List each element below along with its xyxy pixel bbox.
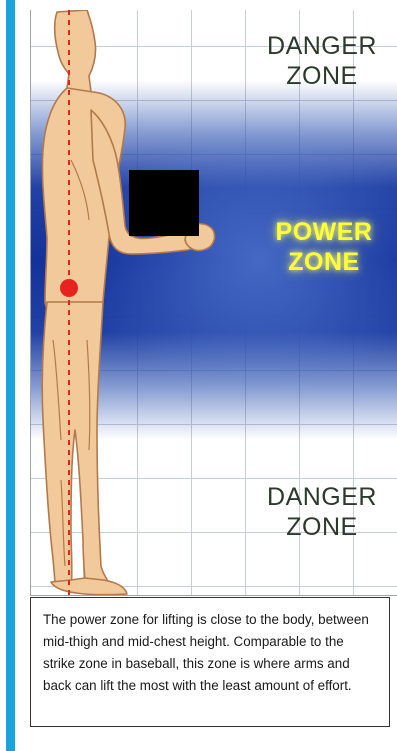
power-zone-line2: ZONE	[259, 248, 389, 278]
center-of-gravity-dot	[60, 279, 78, 297]
accent-bar	[6, 0, 15, 751]
lifted-box	[129, 170, 199, 236]
power-zone-line1: POWER	[259, 218, 389, 248]
danger-zone-bottom-label: DANGER ZONE	[257, 483, 387, 542]
danger-zone-bottom-line2: ZONE	[257, 513, 387, 543]
legs-shape	[42, 302, 109, 590]
head-shape	[55, 10, 96, 93]
caption-text: The power zone for lifting is close to t…	[43, 609, 377, 697]
power-zone-diagram: DANGER ZONE POWER ZONE DANGER ZONE	[30, 10, 397, 596]
caption-box: The power zone for lifting is close to t…	[30, 597, 390, 727]
danger-zone-top-line1: DANGER	[257, 32, 387, 62]
danger-zone-top-line2: ZONE	[257, 62, 387, 92]
danger-zone-top-label: DANGER ZONE	[257, 32, 387, 91]
danger-zone-bottom-line1: DANGER	[257, 483, 387, 513]
power-zone-label: POWER ZONE	[259, 218, 389, 277]
feet-shape	[51, 578, 127, 595]
